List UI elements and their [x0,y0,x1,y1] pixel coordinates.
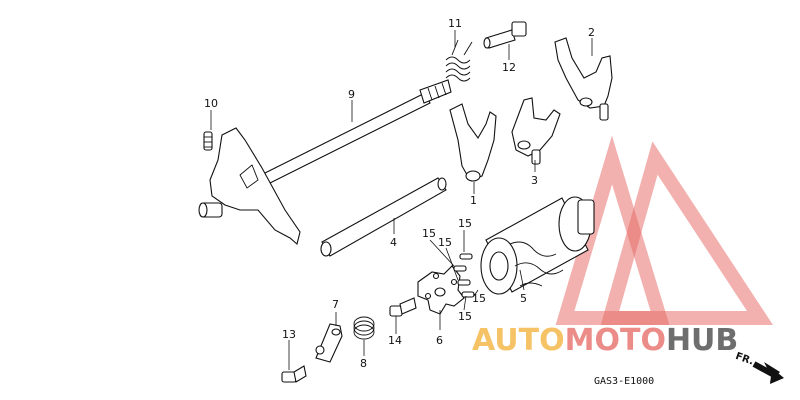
label-part-6: 6 [436,334,443,347]
part-2-shift-fork [554,37,613,121]
label-part-15-a: 15 [458,217,472,230]
label-part-15-d: 15 [472,292,486,305]
part-13-bolt [281,365,307,383]
label-part-5: 5 [520,292,527,305]
watermark-hub: HUB [666,323,738,358]
part-10-spring [203,131,213,151]
part-12-pin [483,21,527,49]
watermark-text: AUTOMOTOHUB [472,323,738,358]
label-part-11: 11 [448,17,462,30]
part-4-fork-shaft [320,177,447,257]
label-part-10: 10 [204,97,218,110]
label-part-12: 12 [502,61,516,74]
part-8-spring [353,316,375,340]
label-part-7: 7 [332,298,339,311]
label-part-15-b: 15 [422,227,436,240]
svg-text:AUTOMOTOHUB: AUTOMOTOHUB [472,323,738,358]
part-5-shift-drum [480,196,595,295]
label-part-14: 14 [388,334,402,347]
part-11-spring [445,39,473,82]
watermark-auto: AUTO [472,323,565,358]
part-9-shift-shaft [198,79,452,245]
label-part-8: 8 [360,357,367,370]
part-15-pins [453,253,475,298]
diagram-code: GAS3-E1000 [594,376,654,387]
label-part-15-c: 15 [438,236,452,249]
front-direction-arrow-icon [752,361,784,384]
label-part-4: 4 [390,236,397,249]
watermark-moto: MOTO [565,323,666,358]
label-part-2: 2 [588,26,595,39]
part-14-bolt [389,297,417,317]
part-6-cam-plate [417,265,465,315]
part-7-stopper-arm [315,323,343,363]
label-part-15-e: 15 [458,310,472,323]
part-1-shift-fork [449,103,497,182]
label-part-9: 9 [348,88,355,101]
label-part-1: 1 [470,194,477,207]
leader-lines [210,30,593,370]
watermark-logo-icon [555,135,773,325]
label-part-3: 3 [531,174,538,187]
label-part-13: 13 [282,328,296,341]
part-3-shift-fork [511,97,561,165]
